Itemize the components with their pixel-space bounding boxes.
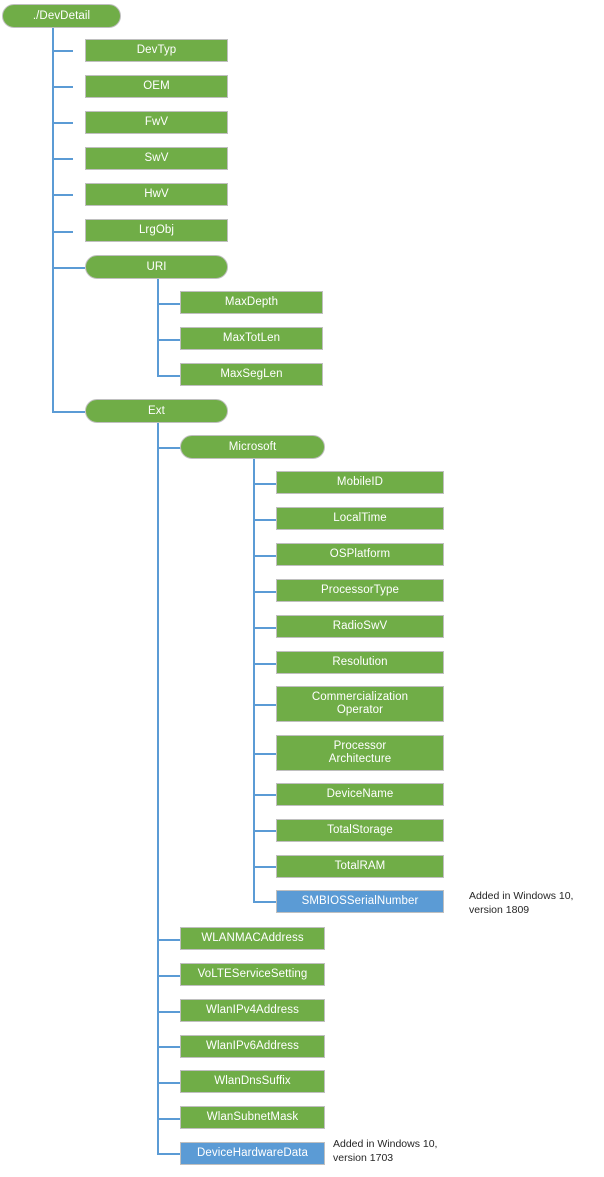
connector-ext-to-wlanmacaddress <box>157 939 180 941</box>
node-totalram[interactable]: TotalRAM <box>276 855 444 878</box>
node-maxdepth[interactable]: MaxDepth <box>180 291 323 314</box>
connector-ext-to-voltéservicesetting <box>157 975 180 977</box>
connector-ext-to-microsoft <box>157 447 181 449</box>
connector-ext-to-wlansubnetmask <box>157 1118 180 1120</box>
connector-microsoft-to-processorarchitecture <box>253 753 276 755</box>
node-localtime[interactable]: LocalTime <box>276 507 444 530</box>
node-wlanipv6address[interactable]: WlanIPv6Address <box>180 1035 325 1058</box>
connector-root-to-oem <box>52 86 73 88</box>
node-voltéservicesetting[interactable]: VoLTEServiceSetting <box>180 963 325 986</box>
node-maxseglen[interactable]: MaxSegLen <box>180 363 323 386</box>
node-smbiosserialnumber[interactable]: SMBIOSSerialNumber <box>276 890 444 913</box>
connector-uri-to-maxseglen <box>157 375 180 377</box>
connector-microsoft-to-processortype <box>253 591 276 593</box>
connector-uri-to-maxtotlen <box>157 339 180 341</box>
node-wlanipv4address[interactable]: WlanIPv4Address <box>180 999 325 1022</box>
node-processortype[interactable]: ProcessorType <box>276 579 444 602</box>
connector-microsoft-to-osplatform <box>253 555 276 557</box>
connector-microsoft-to-totalstorage <box>253 830 276 832</box>
connector-microsoft-to-smbiosserialnumber <box>253 901 276 903</box>
connector-root-to-uri <box>52 267 85 269</box>
node-devicename[interactable]: DeviceName <box>276 783 444 806</box>
connector-root-to-fwv <box>52 122 73 124</box>
node-maxtotlen[interactable]: MaxTotLen <box>180 327 323 350</box>
node-commercializationoperator[interactable]: Commercialization Operator <box>276 686 444 722</box>
connector-uri-trunk <box>157 279 159 376</box>
node-lrgobj[interactable]: LrgObj <box>85 219 228 242</box>
connector-microsoft-to-mobileid <box>253 483 276 485</box>
node-fwv[interactable]: FwV <box>85 111 228 134</box>
node-wlanmacaddress[interactable]: WLANMACAddress <box>180 927 325 950</box>
connector-microsoft-to-localtime <box>253 519 276 521</box>
connector-root-trunk <box>52 28 54 411</box>
node-oem[interactable]: OEM <box>85 75 228 98</box>
node-radioswv[interactable]: RadioSwV <box>276 615 444 638</box>
connector-microsoft-to-totalram <box>253 866 276 868</box>
connector-uri-to-maxdepth <box>157 303 180 305</box>
node-devicehardwaredata[interactable]: DeviceHardwareData <box>180 1142 325 1165</box>
node-wlansubnetmask[interactable]: WlanSubnetMask <box>180 1106 325 1129</box>
connector-ext-to-wlandnssuffix <box>157 1082 180 1084</box>
node-totalstorage[interactable]: TotalStorage <box>276 819 444 842</box>
node-microsoft[interactable]: Microsoft <box>180 435 325 459</box>
node-processorarchitecture[interactable]: Processor Architecture <box>276 735 444 771</box>
node-ext[interactable]: Ext <box>85 399 228 423</box>
node-swv[interactable]: SwV <box>85 147 228 170</box>
node-uri[interactable]: URI <box>85 255 228 279</box>
connector-ext-trunk <box>157 423 159 1153</box>
connector-root-to-ext <box>52 411 85 413</box>
connector-microsoft-to-radioswv <box>253 627 276 629</box>
connector-ext-to-wlanipv6address <box>157 1046 180 1048</box>
node-resolution[interactable]: Resolution <box>276 651 444 674</box>
connector-root-to-swv <box>52 158 73 160</box>
node-osplatform[interactable]: OSPlatform <box>276 543 444 566</box>
connector-microsoft-trunk <box>253 459 255 901</box>
connector-root-to-lrgobj <box>52 231 73 233</box>
note-smbiosserialnumber-added: Added in Windows 10, version 1809 <box>469 890 574 916</box>
connector-root-to-hwv <box>52 194 73 196</box>
connector-ext-to-wlanipv4address <box>157 1011 180 1013</box>
connector-ext-to-devicehardwaredata <box>157 1153 180 1155</box>
note-devicehardwaredata-added: Added in Windows 10, version 1703 <box>333 1138 438 1164</box>
node-wlandnssuffix[interactable]: WlanDnsSuffix <box>180 1070 325 1093</box>
node-hwv[interactable]: HwV <box>85 183 228 206</box>
connector-microsoft-to-devicename <box>253 794 276 796</box>
connector-microsoft-to-commercializationoperator <box>253 704 276 706</box>
connector-microsoft-to-resolution <box>253 663 276 665</box>
connector-root-to-devtyp <box>52 50 73 52</box>
node-root-devdetail[interactable]: ./DevDetail <box>2 4 121 28</box>
node-mobileid[interactable]: MobileID <box>276 471 444 494</box>
node-devtyp[interactable]: DevTyp <box>85 39 228 62</box>
